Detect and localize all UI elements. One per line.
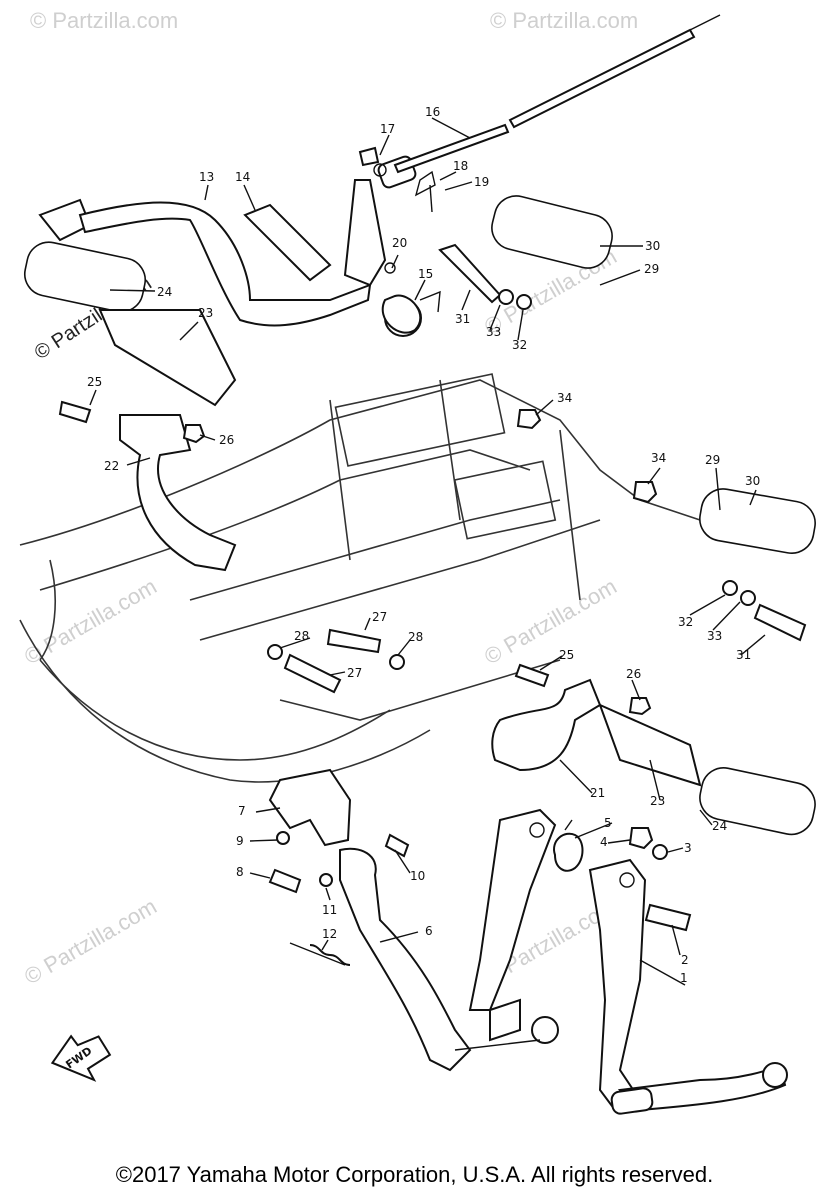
callout-23: 23 xyxy=(198,306,213,320)
callout-25: 25 xyxy=(87,375,102,389)
callout-33b: 33 xyxy=(707,629,722,643)
callout-30b: 30 xyxy=(745,474,760,488)
callout-17: 17 xyxy=(380,122,395,136)
callout-2: 2 xyxy=(681,953,689,967)
callout-28b: 28 xyxy=(408,630,423,644)
leader-lines xyxy=(89,117,766,986)
callout-33: 33 xyxy=(486,325,501,339)
callout-23b: 23 xyxy=(650,794,665,808)
callout-29: 29 xyxy=(644,262,659,276)
callout-20: 20 xyxy=(392,236,407,250)
callout-21: 21 xyxy=(590,786,605,800)
callout-24: 24 xyxy=(157,285,172,299)
callout-3: 3 xyxy=(684,841,692,855)
callout-27b: 27 xyxy=(347,666,362,680)
callout-11: 11 xyxy=(322,903,337,917)
watermark: © Partzilla.com xyxy=(490,8,638,33)
callout-25b: 25 xyxy=(559,648,574,662)
watermark: © Partzilla.com xyxy=(30,8,178,33)
watermark: © Partzilla.com xyxy=(480,574,621,670)
callout-26: 26 xyxy=(219,433,234,447)
callouts: 1 2 3 4 5 6 7 8 9 10 11 12 13 14 15 16 1… xyxy=(87,105,760,985)
callout-28: 28 xyxy=(294,629,309,643)
callout-18: 18 xyxy=(453,159,468,173)
callout-1: 1 xyxy=(680,971,688,985)
callout-9: 9 xyxy=(236,834,244,848)
callout-32b: 32 xyxy=(678,615,693,629)
callout-16: 16 xyxy=(425,105,440,119)
callout-22: 22 xyxy=(104,459,119,473)
callout-15: 15 xyxy=(418,267,433,281)
callout-12: 12 xyxy=(322,927,337,941)
callout-4: 4 xyxy=(600,835,608,849)
callout-31: 31 xyxy=(455,312,470,326)
callout-14: 14 xyxy=(235,170,250,184)
fasteners xyxy=(58,146,807,932)
fwd-arrow: FWD xyxy=(50,1034,112,1082)
brake-rod xyxy=(393,14,721,174)
callout-34b: 34 xyxy=(651,451,666,465)
callout-26b: 26 xyxy=(626,667,641,681)
callout-29b: 29 xyxy=(705,453,720,467)
callout-6: 6 xyxy=(425,924,433,938)
callout-34: 34 xyxy=(557,391,572,405)
callout-8: 8 xyxy=(236,865,244,879)
callout-32: 32 xyxy=(512,338,527,352)
callout-7: 7 xyxy=(238,804,246,818)
footrest-grips xyxy=(23,195,816,836)
callout-5: 5 xyxy=(604,816,612,830)
callout-19: 19 xyxy=(474,175,489,189)
frame-outline xyxy=(19,373,701,783)
callout-24b: 24 xyxy=(712,819,727,833)
copyright-notice: ©2017 Yamaha Motor Corporation, U.S.A. A… xyxy=(115,1162,714,1187)
center-stand xyxy=(468,808,788,1115)
callout-30: 30 xyxy=(645,239,660,253)
footrest-brackets xyxy=(119,414,602,772)
callout-13: 13 xyxy=(199,170,214,184)
watermark: © Partzilla.com xyxy=(20,894,161,990)
callout-10: 10 xyxy=(410,869,425,883)
callout-31b: 31 xyxy=(736,648,751,662)
side-stand xyxy=(268,768,559,1072)
callout-27: 27 xyxy=(372,610,387,624)
